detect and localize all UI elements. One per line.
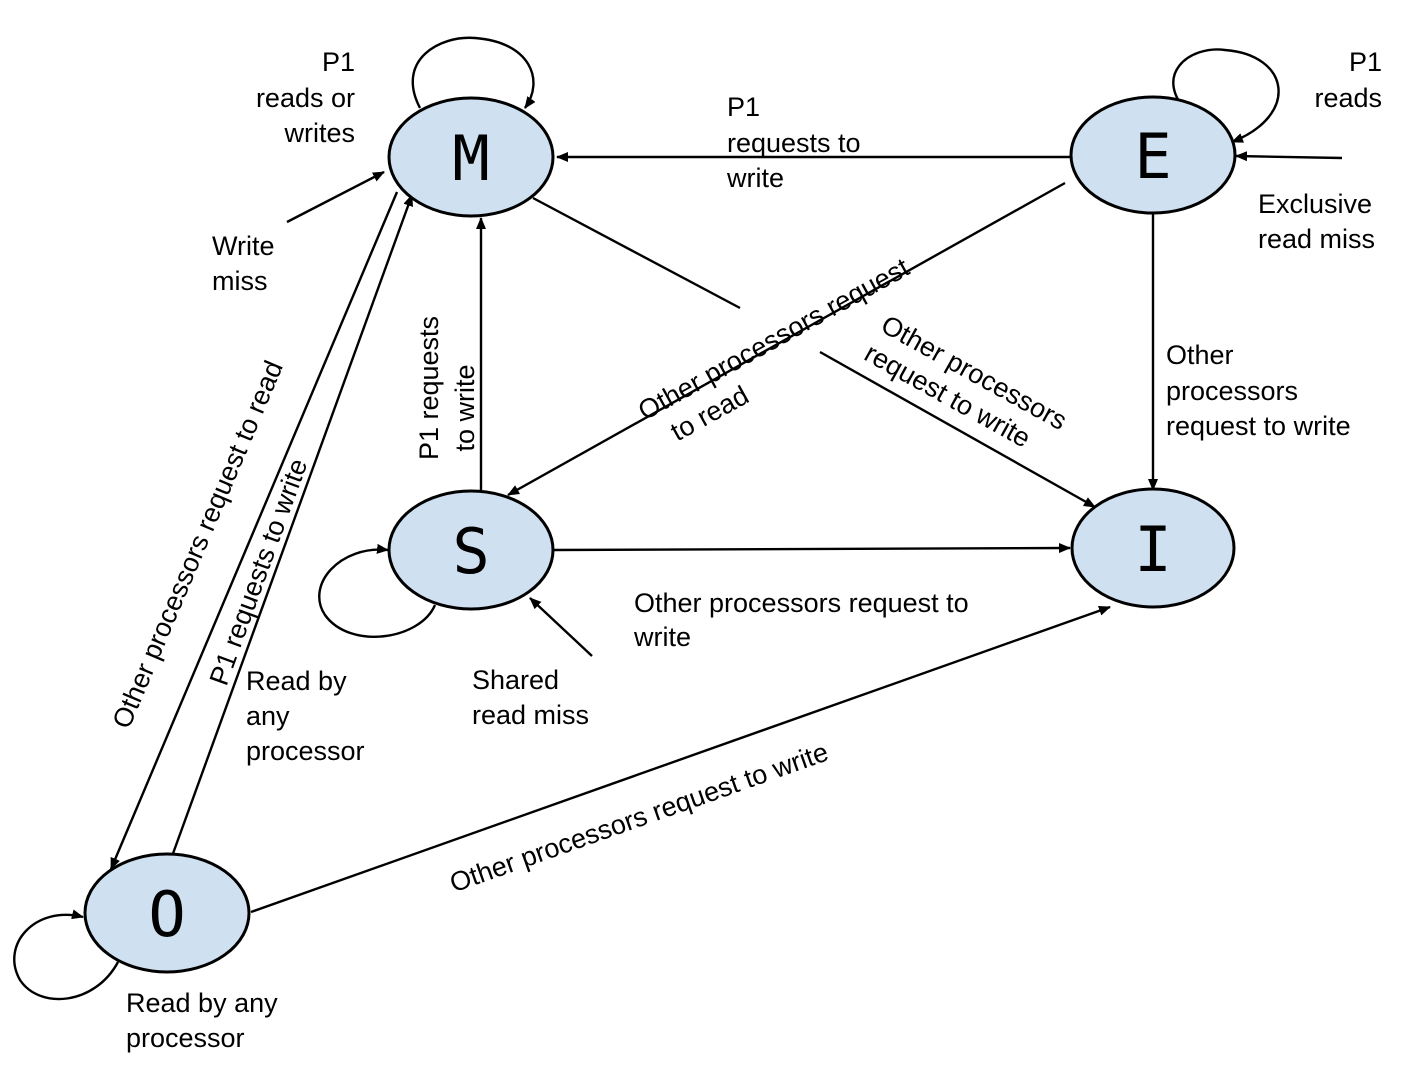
shared-read-miss-label: Shared read miss (472, 665, 589, 730)
e-self-loop (1172, 48, 1280, 144)
s-to-i-label: Other processors request to write (633, 588, 969, 652)
m-to-i-label: Other processors request to write (860, 309, 1072, 453)
s-self-loop (318, 543, 437, 638)
s-to-m-label-line1: P1 requests (414, 316, 444, 460)
e-to-i-label-line2: processors (1166, 376, 1298, 406)
exclusive-read-miss-arrow (1235, 151, 1343, 162)
s-to-m-label: P1 requests to write (414, 316, 480, 460)
m-self-label-line1: P1 (322, 47, 355, 77)
e-self-label-line1: P1 (1349, 47, 1382, 77)
o-self-lower-line1: Read by any (126, 988, 278, 1018)
o-to-i-arrow (250, 605, 1111, 914)
o-self-upper-line2: any (246, 701, 290, 731)
exclusive-read-miss-line1: Exclusive (1258, 189, 1372, 219)
e-to-i-label-line3: request to write (1166, 411, 1351, 441)
e-to-i-label-line1: Other (1166, 340, 1234, 370)
s-to-i-label-line2: write (633, 622, 691, 652)
e-to-i-label: Other processors request to write (1166, 340, 1351, 441)
e-to-s-arrow (507, 181, 1066, 497)
shared-read-miss-arrow (529, 597, 593, 657)
state-m: M (387, 96, 555, 218)
o-self-lower-line2: processor (126, 1023, 245, 1053)
state-m-label: M (452, 122, 489, 195)
e-to-m-label-line3: write (726, 163, 784, 193)
o-self-upper-line3: processor (246, 736, 365, 766)
o-to-i-label-text: Other processors request to write (446, 737, 832, 899)
m-to-o-arrow (109, 191, 399, 870)
o-to-i-label: Other processors request to write (446, 737, 832, 899)
shared-read-miss-line1: Shared (472, 665, 559, 695)
s-to-i-label-line1: Other processors request to (634, 588, 969, 618)
e-to-m-label-line2: requests to (727, 128, 861, 158)
m-to-i-arrow-part2 (819, 350, 1096, 509)
state-i-label: I (1134, 513, 1171, 586)
m-self-label-line3: writes (283, 118, 355, 148)
o-to-m-arrow (169, 194, 414, 860)
e-to-m-label-line1: P1 (727, 92, 760, 122)
exclusive-read-miss-label: Exclusive read miss (1258, 189, 1375, 254)
o-self-upper-label: Read by any processor (246, 666, 365, 766)
o-self-upper-line1: Read by (246, 666, 347, 696)
m-self-loop (411, 36, 536, 109)
state-e-label: E (1134, 120, 1171, 193)
m-self-label: P1 reads or writes (256, 47, 355, 148)
o-self-lower-label: Read by any processor (126, 988, 278, 1053)
write-miss-label: Write miss (212, 231, 275, 296)
state-s: S (387, 489, 555, 611)
write-miss-label-line2: miss (212, 266, 268, 296)
state-o-label: O (148, 878, 185, 951)
exclusive-read-miss-line2: read miss (1258, 224, 1375, 254)
e-self-label: P1 reads (1314, 47, 1382, 113)
state-o: O (83, 852, 251, 974)
e-to-m-label: P1 requests to write (726, 92, 861, 193)
s-to-m-label-line2: to write (450, 364, 480, 451)
e-self-label-line2: reads (1314, 83, 1382, 113)
state-i: I (1070, 487, 1236, 609)
edges (13, 36, 1343, 1001)
write-miss-arrow (286, 170, 385, 224)
o-self-loop (13, 909, 120, 1001)
state-s-label: S (452, 515, 489, 588)
write-miss-label-line1: Write (212, 231, 275, 261)
shared-read-miss-line2: read miss (472, 700, 589, 730)
s-to-i-arrow (553, 543, 1071, 554)
state-e: E (1069, 95, 1237, 215)
m-self-label-line2: reads or (256, 83, 355, 113)
m-to-i-arrow-part1 (532, 196, 741, 310)
